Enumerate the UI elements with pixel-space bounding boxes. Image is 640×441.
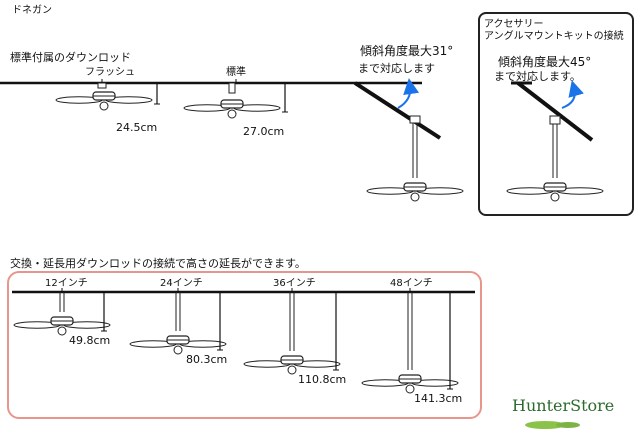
fan-48inch xyxy=(361,292,459,394)
fan-36inch xyxy=(243,292,341,375)
ext-label-36: 36インチ xyxy=(273,278,316,289)
brand-label: ドネガン xyxy=(12,5,52,16)
standard-label: 標準 xyxy=(226,67,246,78)
logo-leaf-icon xyxy=(525,421,580,429)
slope-arrow-icon xyxy=(397,78,420,109)
sloped-fan xyxy=(366,115,464,202)
slope-note-line1: 傾斜角度最大31° xyxy=(360,44,454,58)
standard-height: 27.0cm xyxy=(243,125,285,138)
ext-height-36: 110.8cm xyxy=(298,373,347,386)
flush-height: 24.5cm xyxy=(116,121,158,134)
accessory-header-line1: アクセサリー xyxy=(484,19,544,30)
ext-height-48: 141.3cm xyxy=(414,392,463,405)
standard-section-title: 標準付属のダウンロッド xyxy=(10,51,131,64)
extension-frame xyxy=(7,271,482,419)
fan-12inch xyxy=(13,292,111,336)
flush-label: フラッシュ xyxy=(85,67,135,78)
ext-height-24: 80.3cm xyxy=(186,353,228,366)
standard-fan xyxy=(183,82,281,119)
flush-fan xyxy=(55,82,153,111)
accessory-arrow-icon xyxy=(561,80,584,109)
extension-section-title: 交換・延長用ダウンロッドの接続で高さの延長ができます。 xyxy=(10,257,306,270)
ext-label-48: 48インチ xyxy=(390,278,433,289)
ext-label-12: 12インチ xyxy=(45,278,88,289)
accessory-header-line2: アングルマウントキットの接続 xyxy=(484,31,624,42)
accessory-ceiling-slope xyxy=(516,81,594,142)
accessory-frame xyxy=(478,12,634,216)
ext-height-12: 49.8cm xyxy=(69,334,111,347)
slope-note-line2: まで対応します xyxy=(358,62,435,75)
accessory-fan xyxy=(506,115,604,202)
sloped-ceiling xyxy=(353,81,442,140)
accessory-note-line1: 傾斜角度最大45° xyxy=(498,55,592,69)
hunterstore-logo: HunterStore xyxy=(512,396,615,415)
ext-label-24: 24インチ xyxy=(160,278,203,289)
fan-24inch xyxy=(129,292,227,355)
accessory-note-line2: まで対応します。 xyxy=(494,70,581,83)
